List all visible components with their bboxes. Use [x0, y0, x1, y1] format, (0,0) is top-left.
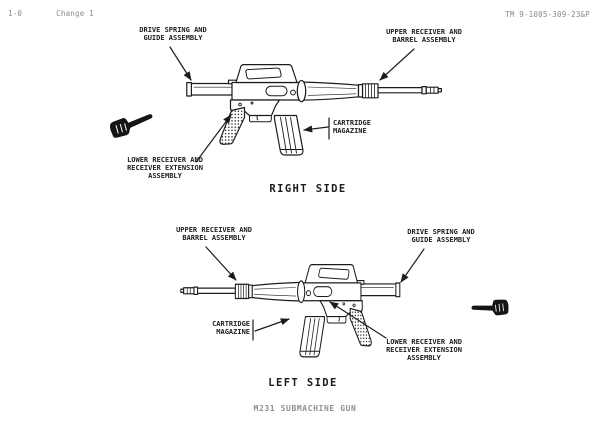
change-notice: Change 1	[56, 9, 94, 18]
label-cartridge-magazine-bottom: CARTRIDGE MAGAZINE	[212, 320, 250, 337]
tm-number: TM 9-1005-309-23&P	[505, 10, 590, 19]
figure-caption: M231 SUBMACHINE GUN	[253, 404, 357, 413]
rifle-right-side-drawing	[186, 63, 442, 156]
label-lower-receiver-bottom: LOWER RECEIVER AND RECEIVER EXTENSION AS…	[386, 338, 462, 363]
arrow-drive-spring-bottom	[400, 248, 425, 283]
label-upper-receiver-bottom: UPPER RECEIVER AND BARREL ASSEMBLY	[176, 226, 252, 243]
caption-left-side: LEFT SIDE	[268, 377, 338, 389]
arrow-lower-receiver-top	[195, 114, 232, 163]
caption-right-side: RIGHT SIDE	[269, 183, 347, 195]
arrow-drive-spring-top	[169, 46, 192, 81]
page-number: 1-0	[8, 9, 23, 18]
pointing-hand-left-icon	[470, 296, 511, 324]
label-lower-receiver-top: LOWER RECEIVER AND RECEIVER EXTENSION AS…	[127, 156, 203, 181]
callout-arrows	[169, 46, 425, 341]
pointing-hand-right-icon	[108, 113, 156, 139]
page-header-left: 1-0 Change 1	[8, 9, 94, 18]
arrow-upper-receiver-bottom	[205, 246, 237, 281]
arrow-cartridge-bottom	[254, 318, 290, 332]
arrow-lower-receiver-bottom	[329, 301, 387, 339]
label-cartridge-magazine-top: CARTRIDGE MAGAZINE	[333, 119, 371, 136]
label-upper-receiver-top: UPPER RECEIVER AND BARREL ASSEMBLY	[386, 28, 462, 45]
rifle-left-side-drawing	[180, 264, 401, 358]
arrow-upper-receiver-top	[379, 48, 415, 81]
arrow-cartridge-top	[303, 125, 329, 133]
label-drive-spring-top: DRIVE SPRING AND GUIDE ASSEMBLY	[139, 26, 207, 43]
label-drive-spring-bottom: DRIVE SPRING AND GUIDE ASSEMBLY	[407, 228, 475, 245]
